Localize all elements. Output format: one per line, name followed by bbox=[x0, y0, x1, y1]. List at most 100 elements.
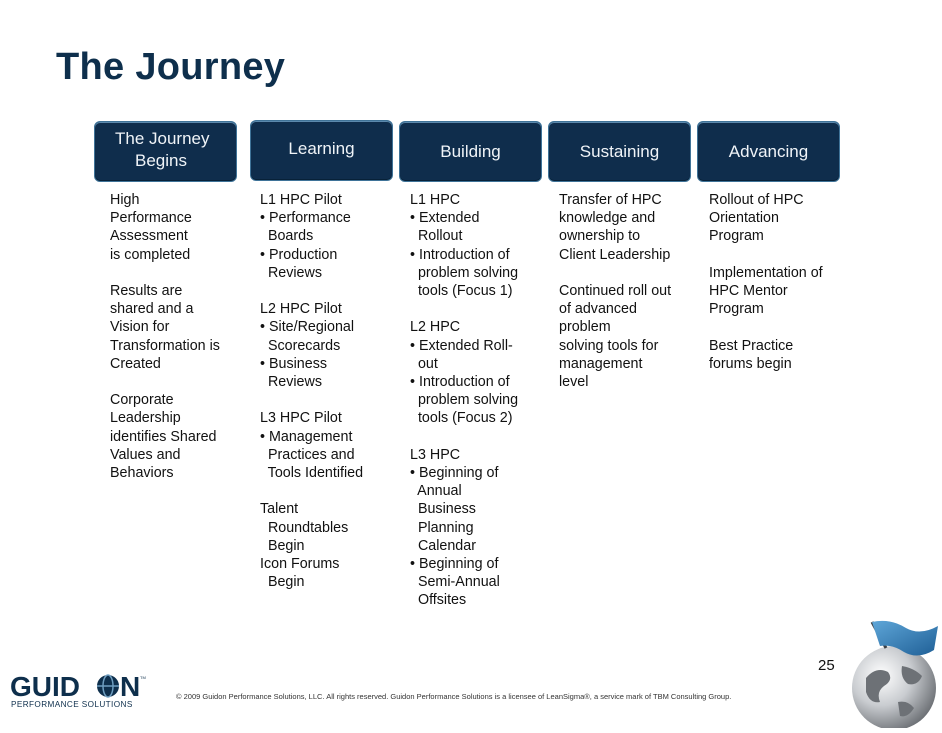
column-text-line: L1 HPC bbox=[410, 192, 461, 208]
column-building: L1 HPC• Extended Rollout• Introduction o… bbox=[410, 191, 550, 610]
column-text-line bbox=[110, 373, 250, 391]
copyright-footer: © 2009 Guidon Performance Solutions, LLC… bbox=[176, 692, 732, 701]
logo-text-right: N bbox=[120, 671, 140, 702]
logo-tm: TM bbox=[140, 675, 146, 680]
column-text-line bbox=[410, 300, 550, 318]
column-text-line bbox=[559, 264, 699, 282]
column-text-line: management bbox=[559, 355, 643, 372]
column-text-line: Rollout bbox=[410, 228, 463, 245]
column-learning: L1 HPC Pilot • Performance Boards• Produc… bbox=[260, 191, 400, 591]
column-text-line bbox=[110, 264, 250, 282]
column-text-line: Planning bbox=[410, 519, 474, 536]
column-text-line: Best Practice bbox=[709, 337, 794, 354]
column-text-line: solving tools for bbox=[559, 337, 659, 354]
column-text-line: tools (Focus 1) bbox=[410, 283, 513, 300]
column-text-line: level bbox=[559, 374, 589, 391]
column-text-line: problem solving bbox=[410, 264, 519, 281]
column-text-line: L3 HPC bbox=[410, 446, 461, 463]
column-text-line: ownership to bbox=[559, 228, 641, 245]
column-text-line: of advanced bbox=[559, 301, 637, 318]
header-journey-begins: The Journey Begins bbox=[94, 121, 237, 182]
header-journey-line2: Begins bbox=[135, 151, 187, 170]
column-text-line: • Site/Regional bbox=[260, 319, 355, 336]
column-text-line: Begin bbox=[260, 537, 305, 554]
logo-tagline: PERFORMANCE SOLUTIONS bbox=[11, 700, 133, 709]
column-text-line: problem solving bbox=[410, 392, 519, 409]
column-text-line: Begin bbox=[260, 574, 305, 591]
column-text-line: • Beginning of bbox=[410, 465, 499, 482]
header-building: Building bbox=[399, 121, 542, 182]
column-text-line: tools (Focus 2) bbox=[410, 410, 513, 427]
column-text-line: Corporate bbox=[110, 392, 174, 409]
column-text-line: Client Leadership bbox=[559, 246, 671, 263]
column-text-line: Calendar bbox=[410, 537, 476, 554]
column-text-line: forums begin bbox=[709, 355, 792, 372]
header-learning-label: Learning bbox=[288, 138, 355, 158]
globe-flag-icon bbox=[846, 618, 942, 730]
column-text-line: • Beginning of bbox=[410, 556, 499, 573]
column-text-line: • Management bbox=[260, 428, 353, 445]
column-text-line: Practices and bbox=[260, 446, 355, 463]
column-text-line: L1 HPC Pilot bbox=[260, 192, 342, 208]
column-text-line: • Introduction of bbox=[410, 374, 510, 391]
column-text-line: out bbox=[410, 355, 438, 372]
column-text-line: Annual bbox=[410, 483, 462, 500]
column-text-line: Reviews bbox=[260, 264, 322, 281]
header-advancing-label: Advancing bbox=[728, 141, 809, 161]
column-text-line: Rollout of HPC bbox=[709, 192, 804, 208]
column-text-line: Semi-Annual bbox=[410, 574, 500, 591]
column-text-line: L2 HPC Pilot bbox=[260, 301, 342, 318]
column-text-line: Icon Forums bbox=[260, 556, 340, 573]
column-text-line: • Extended bbox=[410, 210, 480, 227]
column-text-line: Vision for bbox=[110, 319, 170, 336]
column-text-line: Implementation of bbox=[709, 264, 823, 281]
column-text-line bbox=[260, 391, 400, 409]
column-text-line: Transfer of HPC bbox=[559, 192, 662, 208]
column-text-line: Tools Identified bbox=[260, 465, 364, 482]
column-text-line bbox=[260, 482, 400, 500]
column-text-line: Roundtables bbox=[260, 519, 349, 536]
page-number: 25 bbox=[818, 657, 835, 674]
column-text-line: Reviews bbox=[260, 374, 322, 391]
column-text-line: • Production bbox=[260, 246, 338, 263]
column-text-line: Continued roll out bbox=[559, 283, 672, 299]
column-text-line: Talent bbox=[260, 501, 299, 518]
column-text-line: High bbox=[110, 192, 140, 208]
logo-text-left: GUID bbox=[10, 671, 80, 702]
header-journey-line1: The Journey bbox=[115, 129, 210, 148]
column-text-line: Behaviors bbox=[110, 465, 174, 482]
column-text-line: Transformation is bbox=[110, 337, 220, 354]
column-text-line: • Extended Roll- bbox=[410, 337, 513, 354]
column-text-line: is completed bbox=[110, 246, 191, 263]
column-text-line: L2 HPC bbox=[410, 319, 461, 336]
header-advancing: Advancing bbox=[697, 121, 840, 182]
header-sustaining-label: Sustaining bbox=[579, 141, 660, 161]
column-text-line bbox=[709, 318, 849, 336]
column-text-line: Scorecards bbox=[260, 337, 341, 354]
column-text-line: Assessment bbox=[110, 228, 188, 245]
header-learning: Learning bbox=[250, 120, 393, 181]
guidon-logo-art: GUID N TM PERFORMANCE SOLUTIONS bbox=[10, 671, 146, 709]
column-text-line: L3 HPC Pilot bbox=[260, 410, 342, 427]
globe-o-icon bbox=[97, 674, 119, 698]
column-text-line: • Business bbox=[260, 355, 327, 372]
column-text-line: identifies Shared bbox=[110, 428, 217, 445]
column-text-line: • Performance bbox=[260, 210, 351, 227]
column-text-line: Orientation bbox=[709, 210, 779, 227]
column-text-line: Business bbox=[410, 501, 476, 518]
column-text-line: Program bbox=[709, 301, 764, 318]
column-text-line bbox=[410, 428, 550, 446]
column-text-line bbox=[709, 246, 849, 264]
column-text-line: • Introduction of bbox=[410, 246, 510, 263]
slide-title: The Journey bbox=[56, 46, 286, 88]
column-text-line: Created bbox=[110, 355, 161, 372]
column-text-line: Values and bbox=[110, 446, 181, 463]
guidon-logo: GUID N TM PERFORMANCE SOLUTIONS bbox=[8, 670, 148, 710]
column-text-line: Program bbox=[709, 228, 764, 245]
column-text-line: Boards bbox=[260, 228, 314, 245]
header-building-label: Building bbox=[440, 141, 501, 161]
column-text-line: Results are bbox=[110, 283, 183, 299]
